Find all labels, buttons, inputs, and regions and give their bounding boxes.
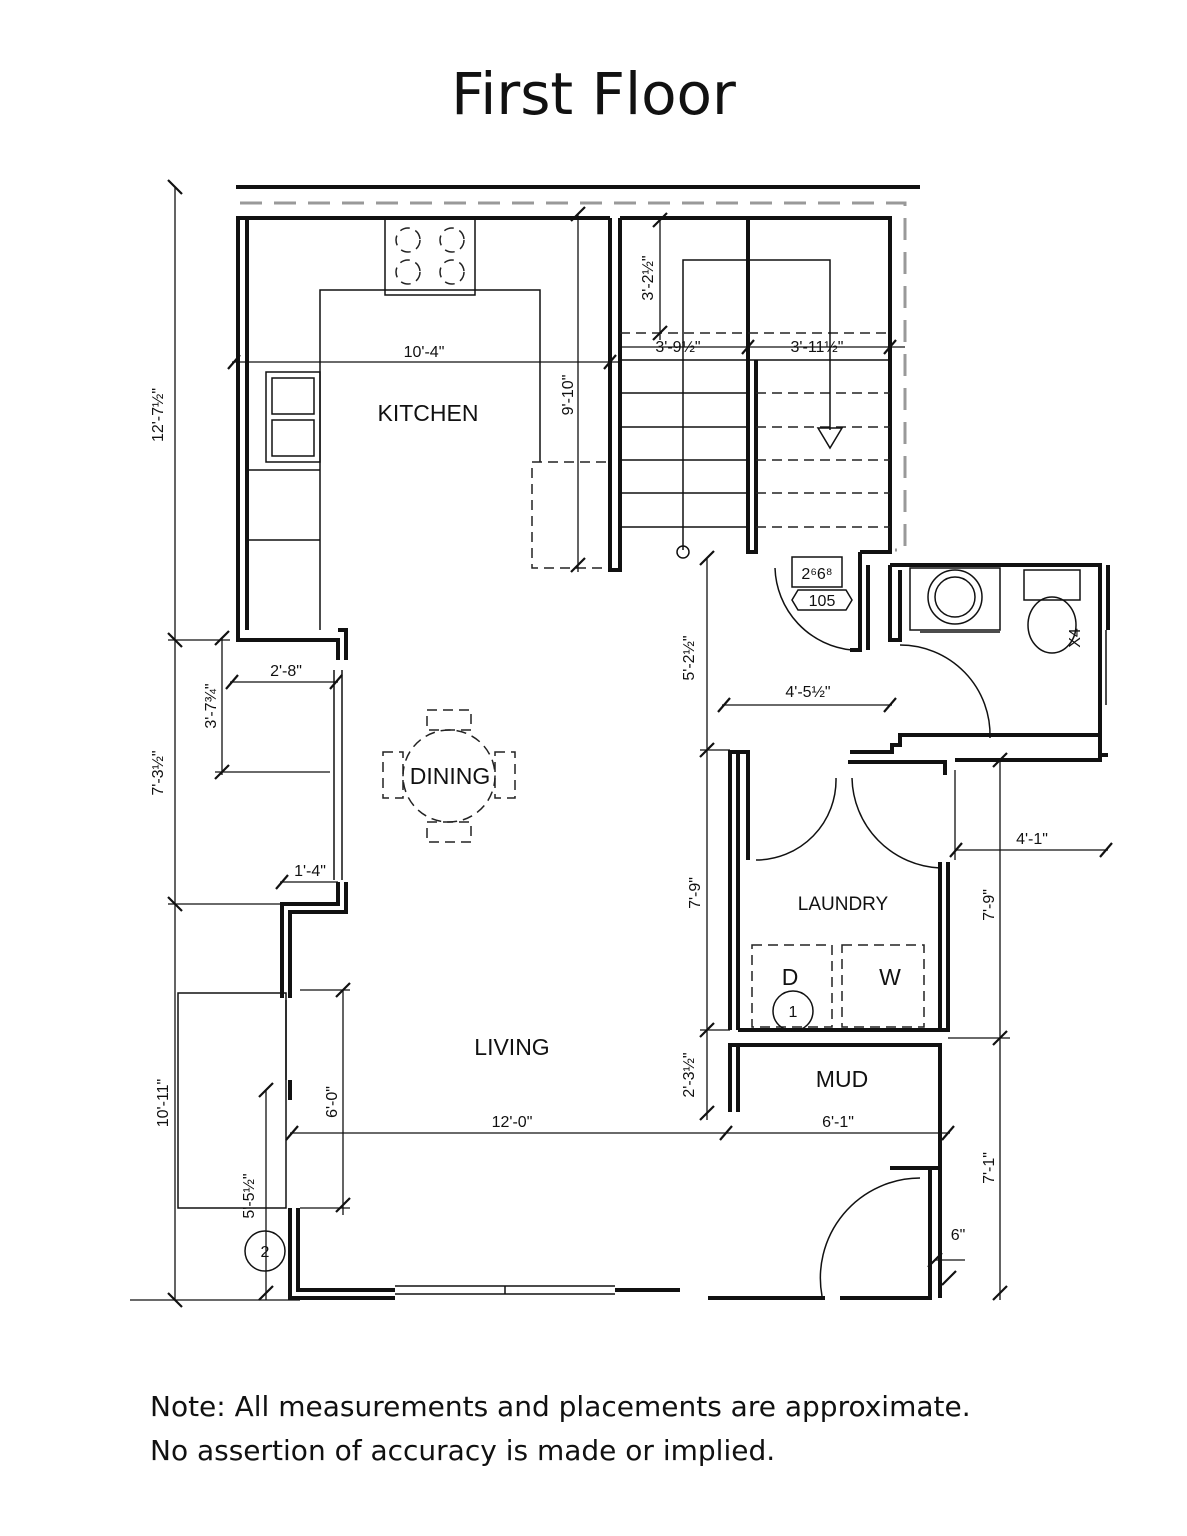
dim-kitchen-depth: 9'-10" (560, 375, 577, 416)
dim-laundry-left: 7'-9" (687, 877, 704, 909)
door-size-tag: 2⁶6⁸ (801, 566, 832, 583)
washer-label: W (879, 964, 901, 990)
door-swings (755, 567, 991, 1297)
dim-mud-left: 2'-3½" (681, 1052, 698, 1097)
dim-counter-depth: 2'-8" (270, 663, 302, 680)
dim-left-lower: 10'-11" (155, 1079, 172, 1127)
dryer-label: D (782, 964, 799, 990)
page-title: First Floor (451, 60, 736, 128)
room-label-laundry: LAUNDRY (798, 894, 889, 915)
dim-window-height: 6'-0" (324, 1086, 341, 1118)
dimension-lines (130, 179, 1113, 1308)
powder-fixtures (909, 567, 1081, 654)
room-label-living: LIVING (474, 1034, 549, 1060)
room-label-dining: DINING (410, 763, 491, 789)
disclaimer-line-2: No assertion of accuracy is made or impl… (150, 1434, 776, 1467)
tag-two: 2 (261, 1244, 270, 1261)
room-label-kitchen: KITCHEN (378, 400, 479, 426)
door-number-tag: 105 (809, 593, 836, 610)
kitchen-counters (247, 218, 611, 630)
tag-two-marker: 2 (244, 1230, 286, 1272)
washer-dryer (751, 944, 925, 1032)
dim-low-left: 5'-5½" (241, 1173, 258, 1218)
tag-one: 1 (789, 1004, 798, 1021)
room-label-mud: MUD (816, 1066, 868, 1092)
porch-outline (177, 992, 287, 1209)
exterior-walls (236, 216, 1110, 1300)
floor-plan: KITCHEN DINING LIVING LAUNDRY MUD D W 10… (130, 179, 1113, 1308)
dim-stair-left: 3'-9½" (655, 339, 700, 356)
dim-entry-depth: 7'-1" (981, 1152, 998, 1184)
dim-laundry-right: 7'-9" (981, 889, 998, 921)
dim-left-upper: 12'-7½" (150, 388, 167, 442)
dim-stair-run: 3'-2½" (640, 255, 657, 300)
stairs (608, 218, 890, 572)
door-tag: 2⁶6⁸ 105 (791, 556, 853, 611)
dim-stair-right: 3'-11½" (791, 339, 844, 356)
dim-powder-width: 4'-1" (1016, 831, 1048, 848)
window-tag: X4 (1067, 628, 1084, 648)
dining-table (382, 709, 516, 843)
dim-powder-door: 4'-5½" (785, 684, 830, 701)
dim-living-width: 12'-0" (492, 1114, 533, 1131)
dim-offset: 1'-4" (294, 863, 326, 880)
roof-eave (236, 185, 920, 552)
dim-niche: 3'-7¾" (203, 683, 220, 728)
windows (285, 630, 1107, 1295)
disclaimer-line-1: Note: All measurements and placements ar… (150, 1390, 971, 1423)
dim-mud-width: 6'-1" (822, 1114, 854, 1131)
dim-kitchen-width: 10'-4" (404, 344, 445, 361)
dim-trim: 6" (951, 1227, 966, 1244)
dim-left-middle: 7'-3½" (150, 750, 167, 795)
dim-hall: 5'-2½" (681, 635, 698, 680)
